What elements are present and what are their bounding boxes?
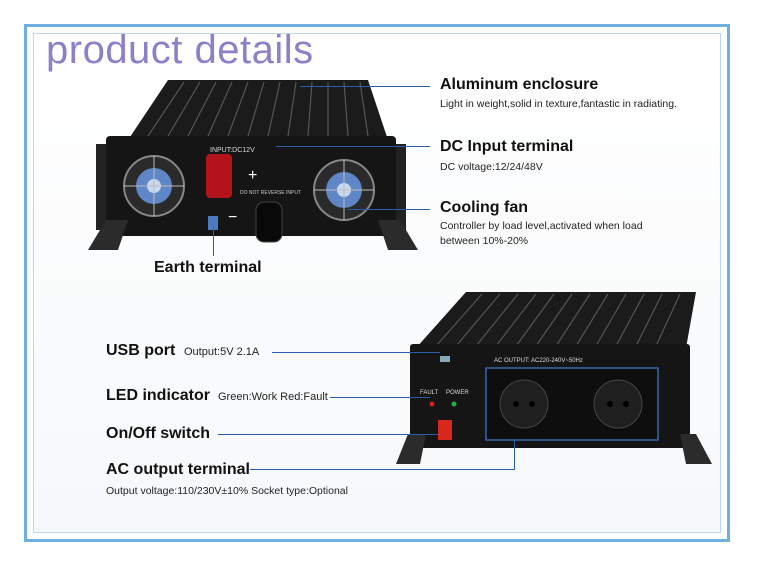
earth-leader-line <box>213 228 214 256</box>
earth-terminal-title: Earth terminal <box>154 259 262 276</box>
led-indicator-title: LED indicator <box>106 387 211 404</box>
power-text: POWER <box>446 390 469 396</box>
input-label-text: INPUT:DC12V <box>210 147 255 154</box>
reverse-warning-text: DO NOT REVERSE INPUT <box>240 190 301 196</box>
led-leader-line <box>330 397 430 398</box>
cooling-fan-desc-2: between 10%-20% <box>440 235 529 247</box>
inverter-rear-image: AC OUTPUT: AC220-240V~50Hz FAULT POWER <box>396 292 712 464</box>
usb-port-title: USB port <box>106 342 176 359</box>
minus-mark: − <box>228 209 237 226</box>
ac-leader-vertical <box>514 440 515 470</box>
switch-leader-line <box>218 434 438 435</box>
enclosure-title: Aluminum enclosure <box>440 76 599 93</box>
ac-output-label-text: AC OUTPUT: AC220-240V~50Hz <box>494 358 583 364</box>
cooling-fan-title: Cooling fan <box>440 199 528 216</box>
dc-leader-line <box>276 146 430 147</box>
ac-output-desc: Output voltage:110/230V±10% Socket type:… <box>106 485 348 497</box>
usb-port-desc: Output:5V 2.1A <box>184 346 260 358</box>
fan-leader-line <box>348 209 430 210</box>
led-indicator-desc: Green:Work Red:Fault <box>218 391 328 403</box>
enclosure-leader-line <box>300 86 430 87</box>
ac-output-title: AC output terminal <box>106 461 250 478</box>
on-off-switch-title: On/Off switch <box>106 425 210 442</box>
dc-input-title: DC Input terminal <box>440 138 574 155</box>
fault-text: FAULT <box>420 390 439 396</box>
inverter-front-image: INPUT:DC12V + − DO NOT REVERSE INPUT <box>88 80 418 250</box>
usb-leader-line <box>272 352 440 353</box>
dc-input-desc: DC voltage:12/24/48V <box>440 161 543 173</box>
cooling-fan-desc-1: Controller by load level,activated when … <box>440 220 643 232</box>
plus-mark: + <box>248 167 257 184</box>
ac-leader-line <box>250 469 514 470</box>
enclosure-desc: Light in weight,solid in texture,fantast… <box>440 98 677 110</box>
page-heading: product details <box>46 28 314 72</box>
